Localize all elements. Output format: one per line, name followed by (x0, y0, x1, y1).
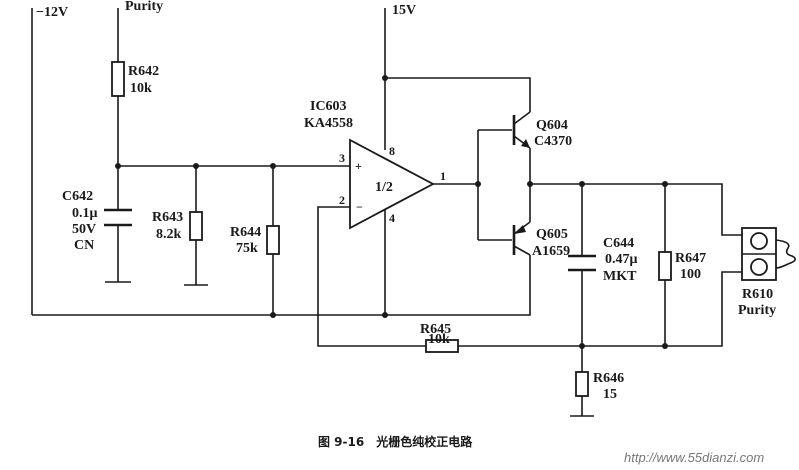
plus15v-label: 15V (392, 3, 416, 18)
junctions (115, 75, 668, 349)
q604-ref: Q604 (536, 118, 568, 133)
ic603-part: KA4558 (304, 116, 353, 131)
r643-ref: R643 (152, 210, 183, 225)
r642-ref: R642 (128, 64, 159, 79)
q604-transistor (512, 111, 531, 149)
purity-rail-label: Purity (125, 0, 163, 14)
r645-ref: R645 (420, 322, 451, 337)
neg12v-label: −12V (36, 5, 68, 20)
r644-ref: R644 (230, 225, 261, 240)
r643-resistor (189, 211, 203, 241)
c644-capacitor (568, 254, 596, 272)
r646-value: 15 (603, 387, 617, 402)
watermark: http://www.55dianzi.com (624, 450, 764, 465)
ic603-pin8: 8 (389, 144, 395, 158)
r647-resistor (658, 251, 672, 281)
c642-capacitor (104, 208, 132, 227)
ic603-pin4: 4 (389, 211, 395, 225)
ic603-opamp (349, 138, 435, 230)
r644-value: 75k (236, 241, 258, 256)
ic603-ref: IC603 (310, 99, 347, 114)
wires (31, 8, 742, 417)
r645-value: 10k (428, 332, 450, 347)
c642-value: 0.1μ (72, 206, 98, 221)
ic603-section: 1/2 (375, 180, 393, 195)
ic603-pin3: 3 (339, 151, 345, 165)
r647-ref: R647 (675, 251, 706, 266)
ic603-pin2: 2 (339, 193, 345, 207)
r610-purity-coil (741, 227, 796, 281)
q605-part: A1659 (532, 244, 570, 259)
r642-resistor (111, 61, 125, 97)
r642-value: 10k (130, 81, 152, 96)
r645-resistor (425, 339, 459, 353)
q605-ref: Q605 (536, 227, 568, 242)
r647-value: 100 (680, 267, 701, 282)
r643-value: 8.2k (156, 227, 182, 242)
c642-type: CN (74, 238, 94, 253)
q604-part: C4370 (534, 134, 572, 149)
r610-name: Purity (738, 303, 776, 318)
r646-resistor (575, 371, 589, 397)
c642-ref: C642 (62, 189, 93, 204)
ic603-minus-sign: − (356, 200, 363, 214)
c644-value: 0.47μ (605, 252, 638, 267)
c644-ref: C644 (603, 236, 634, 251)
r646-ref: R646 (593, 371, 624, 386)
ic603-pin1: 1 (440, 169, 446, 183)
c642-voltage: 50V (72, 222, 96, 237)
ic603-plus-sign: + (355, 159, 362, 173)
r610-ref: R610 (742, 287, 773, 302)
q605-transistor (512, 221, 531, 256)
c644-type: MKT (603, 269, 637, 284)
figure-caption: 图 9-16 光栅色纯校正电路 (318, 434, 473, 449)
r644-resistor (266, 225, 280, 255)
